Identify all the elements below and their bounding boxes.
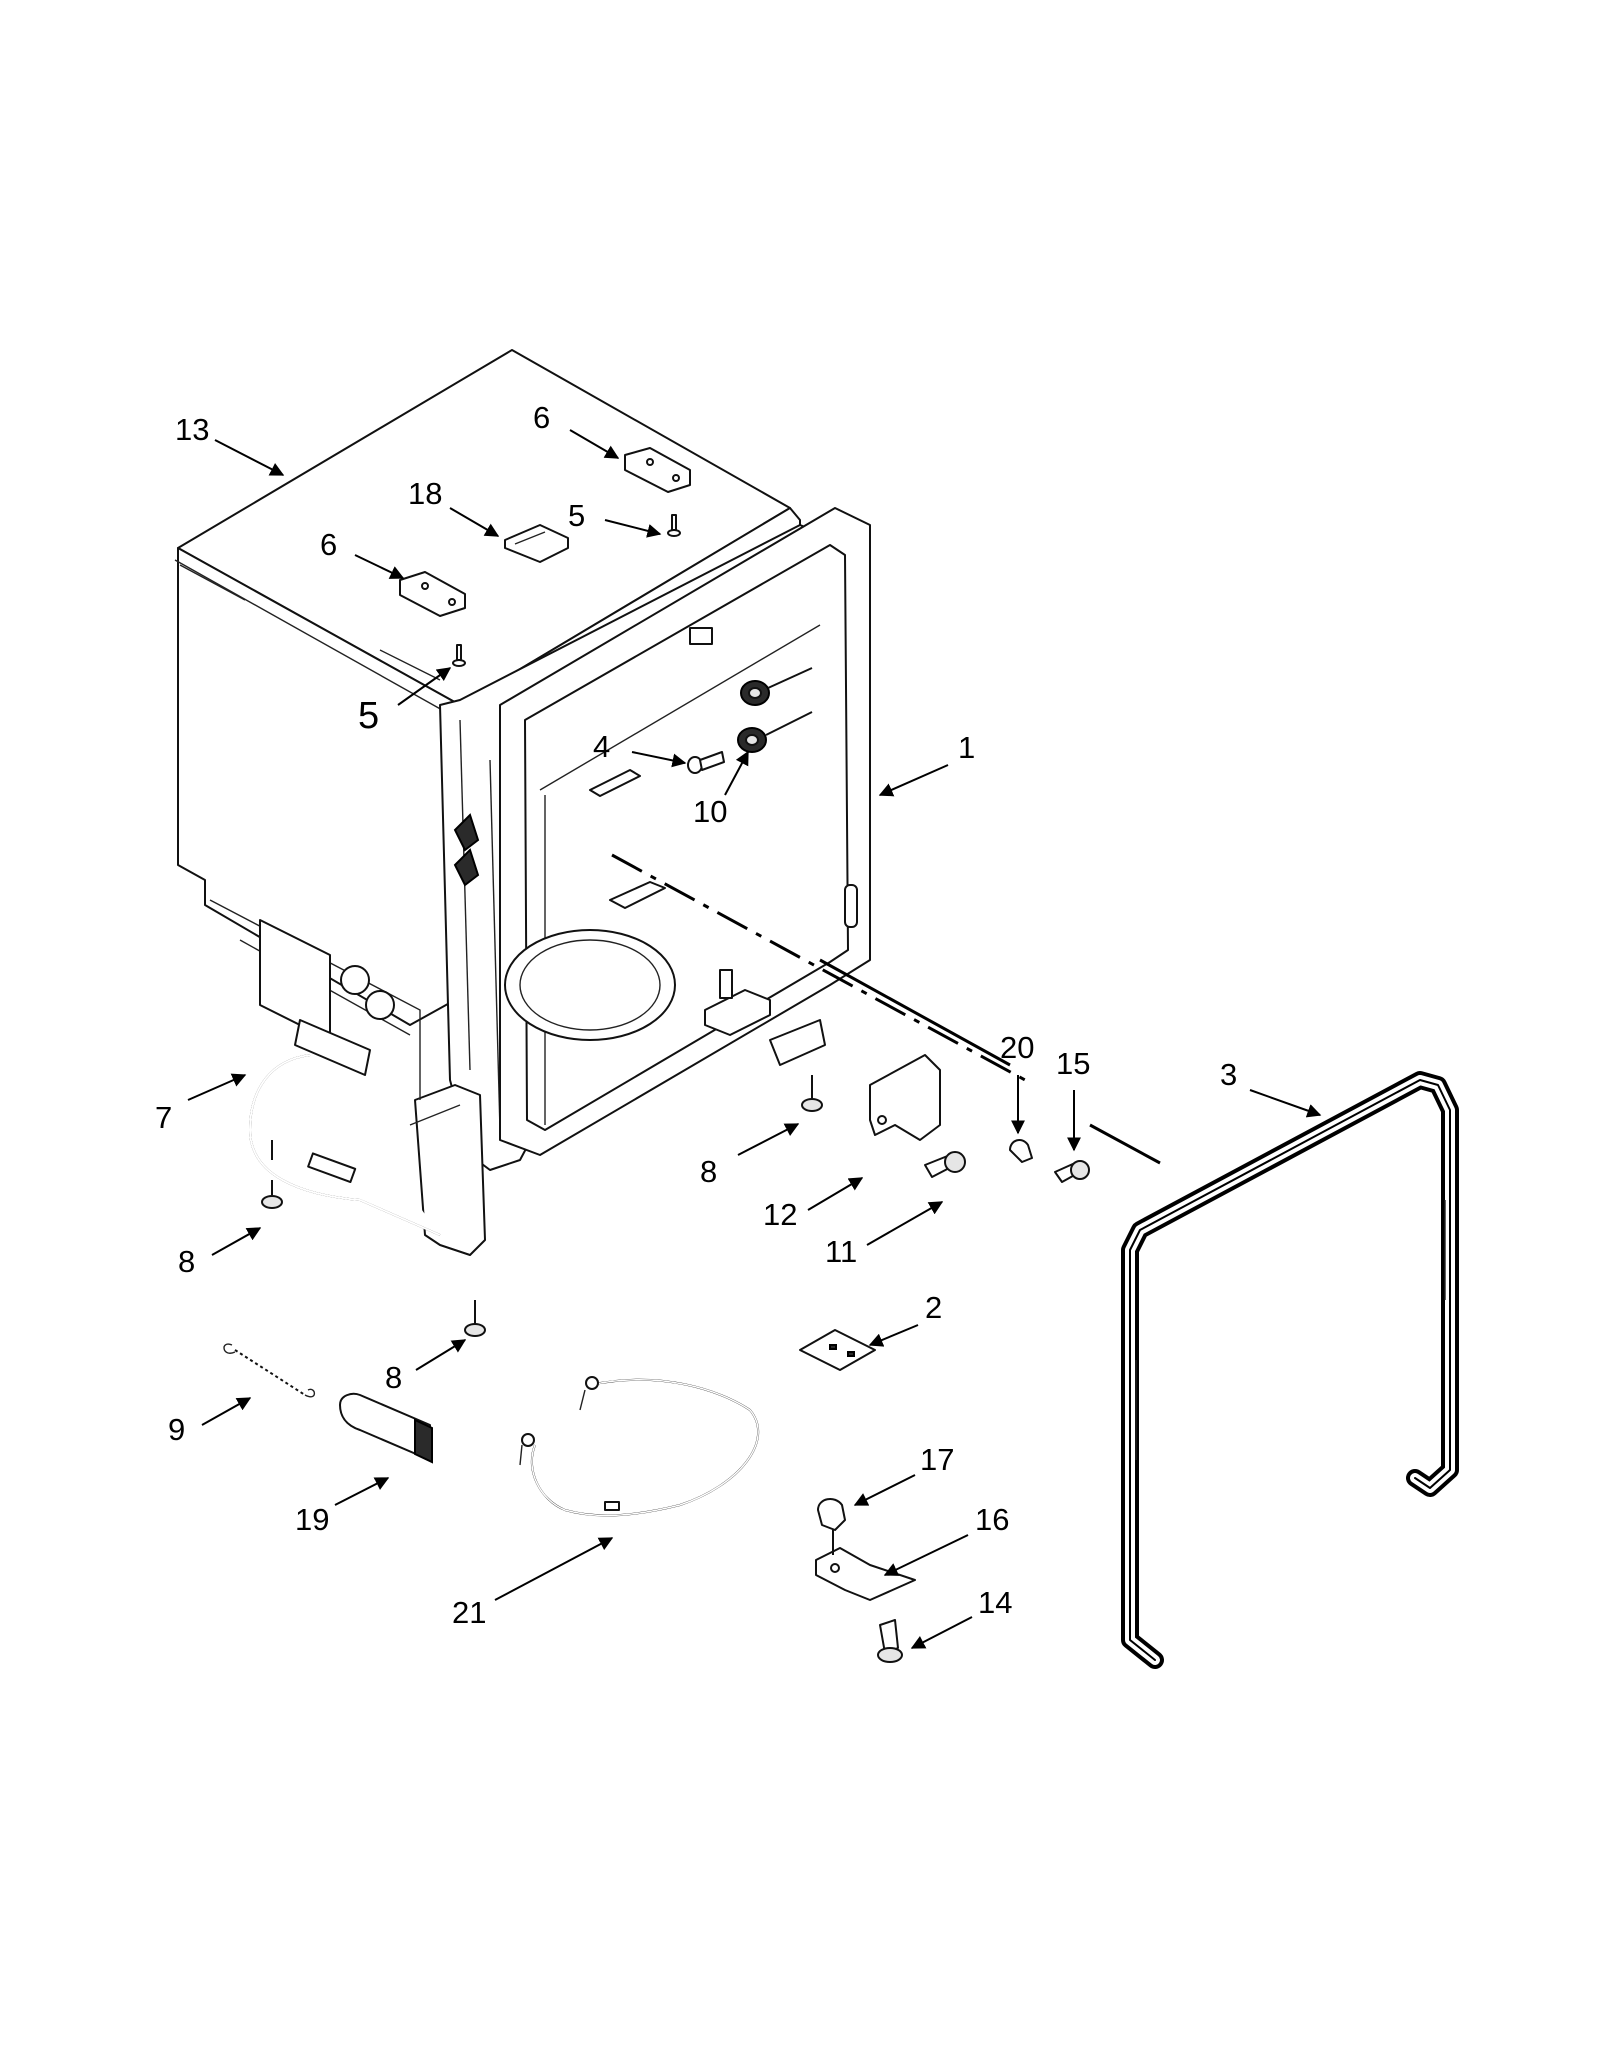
part-20-clip: [1009, 1138, 1033, 1163]
callout-5-lower: 5: [358, 695, 379, 737]
part-18-clip: [504, 524, 569, 563]
callout-7: 7: [155, 1100, 172, 1135]
callout-15: 15: [1056, 1046, 1090, 1081]
callout-9: 9: [168, 1412, 185, 1447]
part-17-float: [817, 1498, 846, 1531]
part-11-screw: [924, 1151, 966, 1178]
part-10-rollers: [737, 667, 813, 753]
alignment-axes: [611, 853, 1161, 1165]
callout-14: 14: [978, 1585, 1012, 1620]
part-5-screw-upper: [667, 514, 681, 537]
callout-6-upper: 6: [533, 400, 550, 435]
part-6-hinge-upper: [624, 447, 691, 493]
part-15-screw: [1054, 1160, 1090, 1183]
part-5-screw-lower: [452, 644, 466, 667]
part-7-cable: [248, 1054, 441, 1236]
part-8-leg-mid: [464, 1300, 486, 1337]
part-8-leg-left: [261, 1140, 283, 1209]
callout-labels: 13 6 18 5 6 5 4 10 1 20 15 3 7 8 8 12 11…: [155, 400, 1237, 1630]
callout-20: 20: [1000, 1030, 1034, 1065]
callout-16: 16: [975, 1502, 1009, 1537]
callout-3: 3: [1220, 1057, 1237, 1092]
callout-19: 19: [295, 1502, 329, 1537]
callout-11: 11: [825, 1234, 857, 1269]
part-12-bracket: [869, 1054, 941, 1141]
callout-6-lower: 6: [320, 527, 337, 562]
callout-8-right: 8: [700, 1154, 717, 1189]
leader-lines: [187, 429, 1322, 1649]
callout-10: 10: [693, 794, 727, 829]
callout-18: 18: [408, 476, 442, 511]
callout-8-left: 8: [178, 1244, 195, 1279]
part-16-bracket: [815, 1530, 916, 1601]
part-6-hinge-lower: [399, 571, 466, 617]
callout-5-upper: 5: [568, 498, 585, 533]
part-9-spring: [223, 1343, 316, 1398]
callout-21: 21: [452, 1595, 486, 1630]
part-14-screw: [877, 1619, 903, 1663]
part-2-pad: [799, 1329, 876, 1371]
callout-13: 13: [175, 412, 209, 447]
part-3-gasket: [1121, 1071, 1459, 1669]
callout-2: 2: [925, 1290, 942, 1325]
callout-8-mid: 8: [385, 1360, 402, 1395]
part-21-harness: [519, 1376, 760, 1517]
callout-17: 17: [920, 1442, 954, 1477]
callout-1: 1: [958, 730, 975, 765]
part-4-screw: [687, 751, 725, 774]
callout-4: 4: [593, 729, 610, 764]
part-19-cover: [339, 1392, 433, 1464]
callout-12: 12: [763, 1197, 797, 1232]
part-8-leg-right: [801, 1075, 823, 1112]
